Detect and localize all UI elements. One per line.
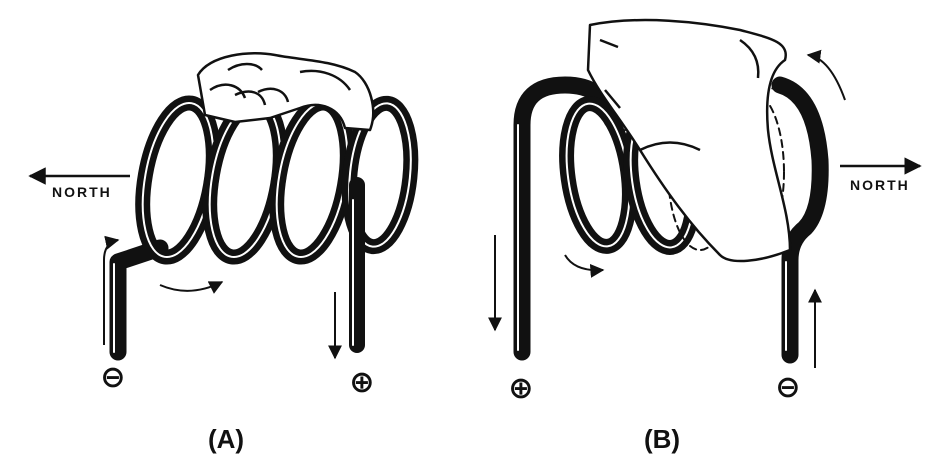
left-hand-a — [198, 53, 373, 130]
coil-a — [114, 97, 417, 352]
negative-terminal-a: ⊖ — [100, 361, 125, 394]
north-label-a: NORTH — [52, 184, 112, 200]
negative-terminal-b: ⊖ — [775, 371, 800, 404]
caption-a: (A) — [208, 424, 244, 454]
panel-b: NORTH ⊕ ⊖ (B) — [495, 20, 920, 454]
positive-terminal-a: ⊕ — [349, 366, 374, 399]
caption-b: (B) — [644, 424, 680, 454]
panel-a: NORTH ⊖ ⊕ (A) — [30, 53, 417, 454]
north-label-b: NORTH — [850, 177, 910, 193]
positive-terminal-b: ⊕ — [508, 372, 533, 405]
